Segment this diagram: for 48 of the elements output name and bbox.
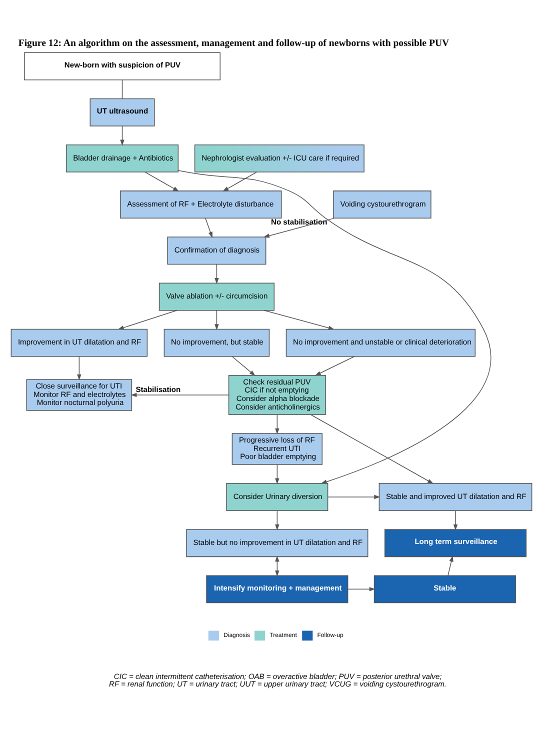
arrow <box>214 310 219 330</box>
node-box: No improvement, but stable <box>164 328 270 356</box>
arrow <box>275 414 280 434</box>
arrow <box>314 356 355 376</box>
arrow <box>232 356 256 376</box>
node-box: Stable but no improvement in UT dilatation and RF <box>186 528 368 557</box>
node-box: No improvement and unstable or clinical deterioration <box>286 328 476 356</box>
node-box: Stable and improved UT dilatation and RF <box>378 482 532 510</box>
node-box: Consider Urinary diversion <box>226 482 328 510</box>
arrow <box>310 414 434 484</box>
arrow <box>178 170 491 484</box>
arrow <box>130 392 229 397</box>
node-box: Confirmation of diagnosis <box>167 236 266 264</box>
node-box: Valve ablation +/- circumcision <box>158 282 275 310</box>
arrow <box>453 510 458 530</box>
node-box: UT ultrasound <box>90 98 155 126</box>
arrow <box>214 263 219 284</box>
arrow <box>348 586 376 591</box>
node-box: Assessment of RF + Electrolyte disturbance <box>120 190 282 218</box>
node-box: Close surveillance for UTI Monitor RF and electrolytes Monitor nocturnal polyuria <box>26 378 132 410</box>
node-box: New-born with suspicion of PUV <box>24 52 220 80</box>
node-box: Check residual PUV CIC if not emptying Consider alpha blockade Consider anticholinergics <box>228 374 326 414</box>
node-box: Intensify monitoring + management <box>206 574 348 603</box>
arrow <box>275 555 280 576</box>
arrow <box>328 494 380 499</box>
node-box: Long term surveillance <box>384 528 527 557</box>
arrow <box>275 464 280 484</box>
arrow <box>77 356 82 380</box>
node-box: Stable <box>374 574 516 603</box>
edge-label: Stabilisation <box>136 384 181 394</box>
edge-label: No stabilisation <box>271 216 328 226</box>
arrow <box>120 125 124 146</box>
arrow <box>263 217 335 238</box>
arrow <box>222 171 258 191</box>
diagram-title: Figure 12: An algorithm on the assessment, management and follow-up of newborns with possible PUV <box>18 38 450 49</box>
caption: CIC = clean intermittent catheterisation; OAB = overactive bladder; PUV = posterior urethral valve; RF = renal function; UT = urinary tract; UUT = upper urinary tract; VCUG = voiding cystourethrogram. <box>109 672 447 688</box>
arrow <box>264 310 334 330</box>
connector <box>122 79 123 98</box>
node-box: Progressive loss of RF Recurrent UTI Poor bladder emptying <box>232 432 322 464</box>
arrow <box>118 310 178 330</box>
arrow <box>275 510 280 530</box>
node-box: Improvement in UT dilatation and RF <box>10 328 148 356</box>
arrow <box>205 217 212 238</box>
node-box: Bladder drainage + Antibiotics <box>66 144 179 172</box>
arrow <box>144 171 180 191</box>
node-box: Nephrologist evaluation +/- ICU care if required <box>194 144 364 172</box>
node-box: Voiding cystourethrogram <box>333 190 432 218</box>
arrow <box>448 555 454 576</box>
